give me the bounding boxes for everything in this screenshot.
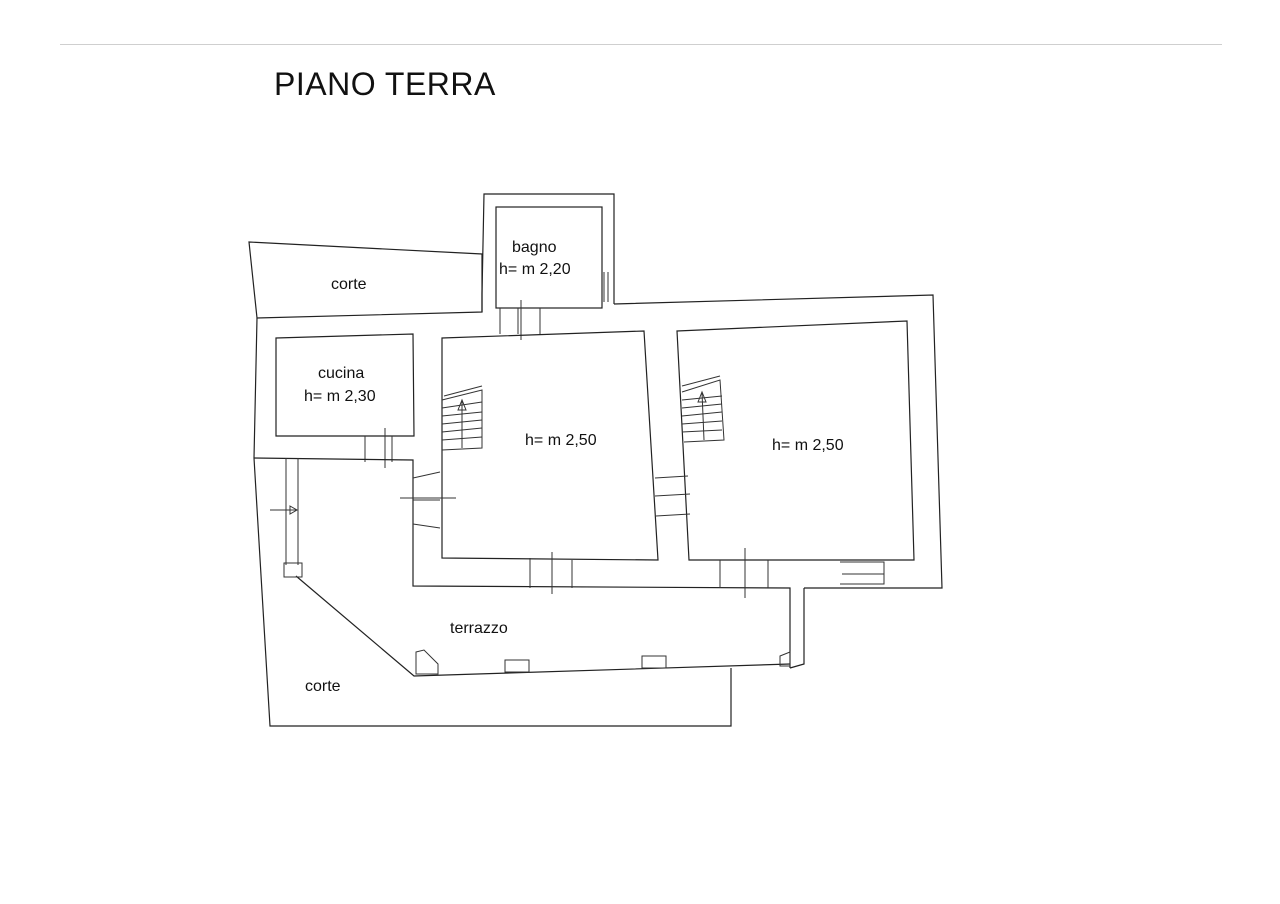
left-gate-rails [285,458,299,565]
bagno-door [499,308,541,334]
corte-top-label: corte [331,276,367,293]
corte-bottom-label: corte [305,678,341,695]
cucina-door [364,436,393,462]
bagno-height: h= m 2,20 [499,261,571,278]
right-stairs [681,375,725,443]
terrazzo-east-wall [789,588,805,669]
top-divider [60,44,1222,45]
bagno-label: bagno [512,239,557,256]
steps-left [412,471,441,529]
terrazzo-pillar-3 [641,655,667,669]
right-room [676,320,915,561]
cucina-room [275,333,415,437]
right-room-height: h= m 2,50 [772,437,844,454]
page-title: PIANO TERRA [274,66,496,102]
passage-center-right [654,475,691,517]
center-room [441,330,659,561]
center-room-door [529,558,573,588]
terrazzo-pillar-2 [504,659,530,673]
center-stairs [441,385,483,451]
bagno-room [495,206,603,309]
terrazzo-pillar-1 [415,649,439,675]
outer-walls [248,193,943,727]
cucina-height: h= m 2,30 [304,388,376,405]
center-room-height: h= m 2,50 [525,432,597,449]
east-boundary [613,294,943,589]
terrazzo-inner-wall [253,457,791,668]
cucina-label: cucina [318,365,364,382]
terrazzo-outer-edge [295,575,791,677]
right-room-door [719,560,769,588]
left-gate-arrow-icon [289,505,299,515]
west-south-boundary [253,317,732,727]
left-gate-post [283,562,303,578]
terrazzo-label: terrazzo [450,620,508,637]
right-room-window [840,561,885,585]
terrazzo-pillar-4 [779,651,791,667]
bagno-window [603,272,609,302]
bagno-outer [481,193,615,312]
